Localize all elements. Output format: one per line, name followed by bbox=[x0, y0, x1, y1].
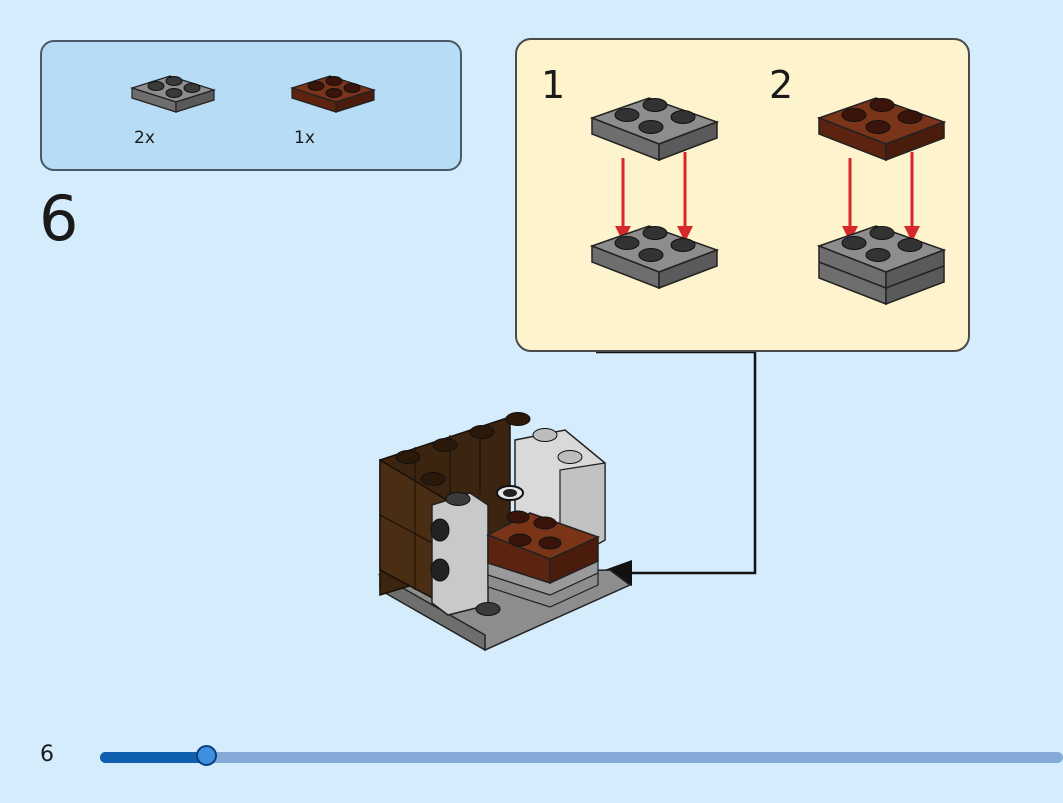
part-count-gray: 2x bbox=[134, 128, 155, 148]
down-arrow-icon bbox=[615, 152, 693, 242]
gray-plate-icon bbox=[130, 75, 216, 113]
sub-step-1-illustration bbox=[589, 97, 720, 290]
sub-assembly-box: 1 2 bbox=[515, 38, 970, 352]
part-brown-plate: 1x bbox=[290, 68, 380, 158]
step-number: 6 bbox=[39, 182, 79, 255]
sub-step-label-1: 1 bbox=[541, 63, 566, 107]
sub-step-label-2: 2 bbox=[769, 63, 794, 107]
page-number: 6 bbox=[40, 742, 54, 767]
down-arrow-icon bbox=[842, 152, 920, 242]
progress-knob[interactable] bbox=[195, 745, 217, 766]
parts-list-box: 2x 1x bbox=[40, 40, 462, 171]
gray-plate-icon bbox=[589, 225, 720, 290]
gray-plate-icon bbox=[589, 97, 720, 162]
gray-plate-stack-icon bbox=[816, 225, 947, 306]
progress-fill bbox=[100, 752, 206, 763]
brown-plate-icon bbox=[816, 97, 947, 162]
model-illustration bbox=[377, 412, 632, 652]
part-gray-plate: 2x bbox=[130, 68, 220, 158]
sub-step-2-illustration bbox=[816, 97, 947, 306]
brown-plate-icon bbox=[290, 75, 376, 113]
progress-bar bbox=[100, 745, 1063, 766]
part-count-brown: 1x bbox=[294, 128, 315, 148]
